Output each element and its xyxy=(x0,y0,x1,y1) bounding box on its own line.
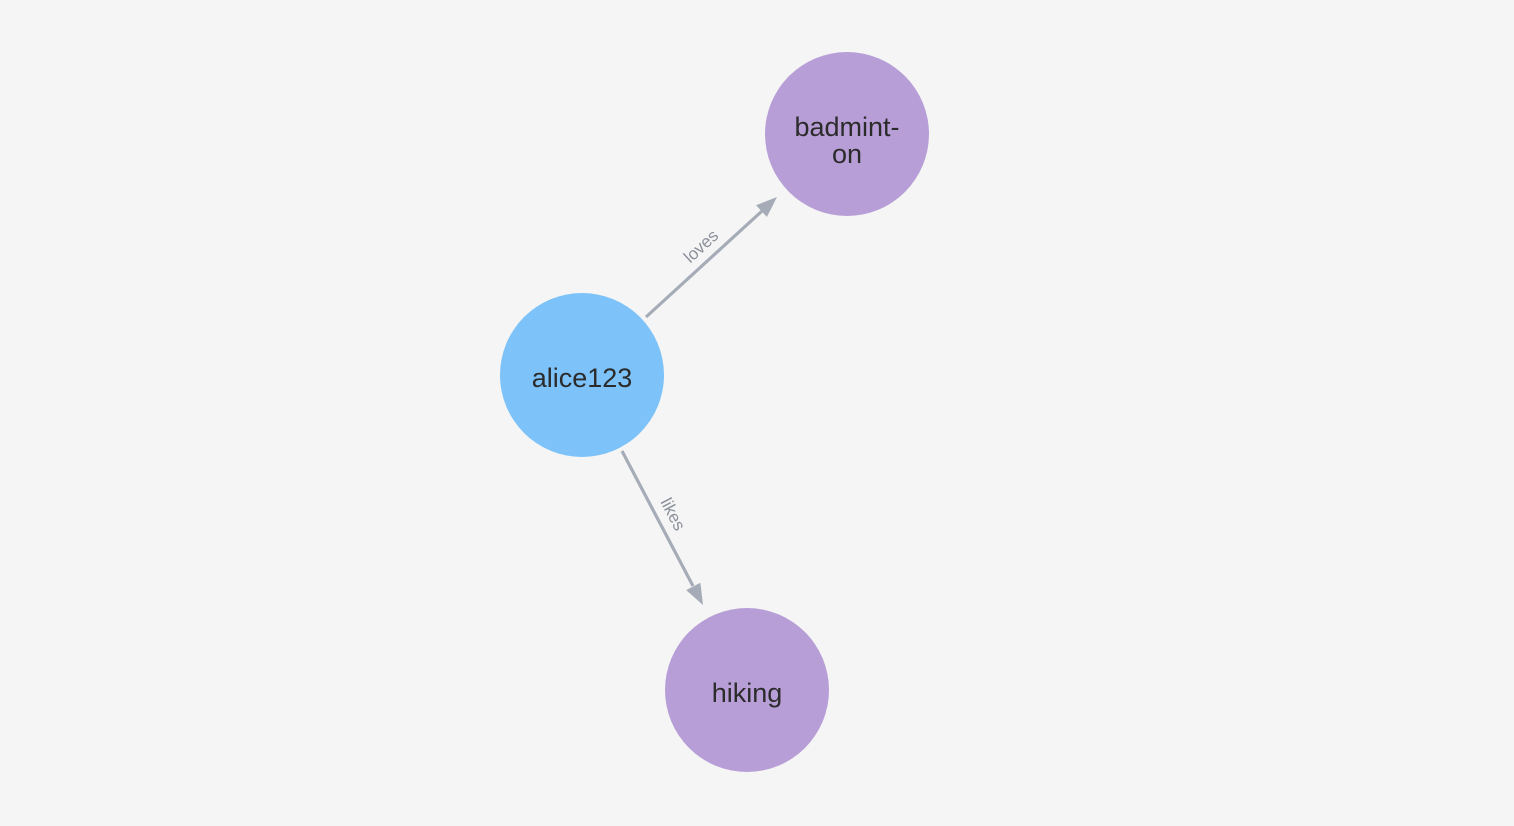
node-label-alice123: alice123 xyxy=(532,363,633,393)
edge-arrowhead-likes[interactable] xyxy=(686,582,703,605)
node-label-badminton-line2: on xyxy=(832,139,862,169)
node-hiking: hiking xyxy=(665,608,829,772)
edge-arrowhead-loves[interactable] xyxy=(756,197,777,217)
edge-line-likes[interactable] xyxy=(620,450,695,587)
edge-line-loves[interactable] xyxy=(644,209,764,319)
node-label-hiking: hiking xyxy=(712,678,783,708)
node-badminton: badmint- on xyxy=(765,52,929,216)
node-circle-badminton[interactable] xyxy=(765,52,929,216)
node-circle-hiking[interactable] xyxy=(665,608,829,772)
node-label-badminton-line1: badmint- xyxy=(794,112,899,142)
node-alice123: alice123 xyxy=(500,293,664,457)
node-circle-alice123[interactable] xyxy=(500,293,664,457)
